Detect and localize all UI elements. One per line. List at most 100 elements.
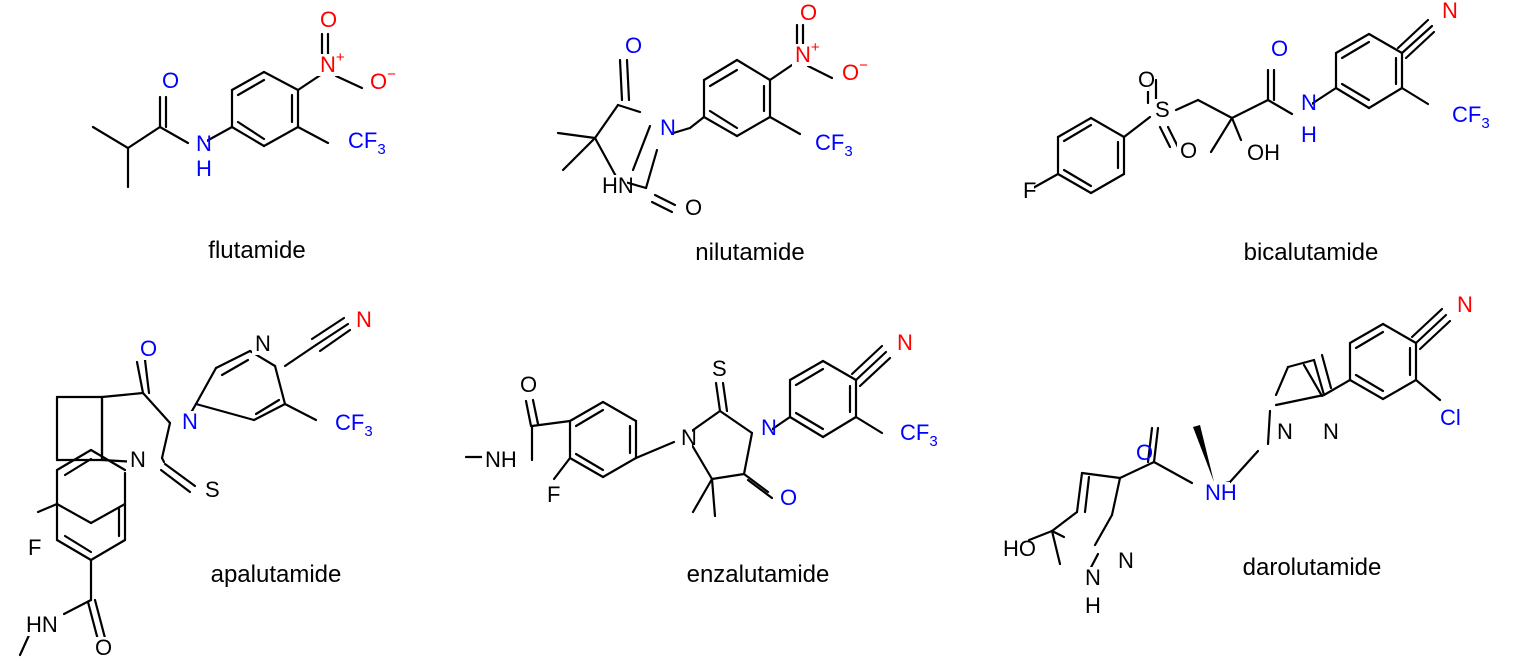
- atom-nilutamide-hn: HN: [602, 173, 634, 198]
- atom-symbol: O: [370, 69, 387, 94]
- atom-symbol: N: [1118, 548, 1134, 573]
- atom-apalutamide-f: F: [28, 535, 41, 560]
- bond-apalutamide: [89, 502, 127, 525]
- atom-label-background: [1298, 124, 1312, 146]
- bond-bicalutamide: [1031, 172, 1060, 190]
- bond-enzalutamide: [634, 440, 676, 460]
- bond-enzalutamide: [854, 350, 888, 382]
- atom-symbol: N: [1442, 0, 1458, 23]
- atom-flutamide-cf3: CF3: [348, 128, 386, 158]
- bond-bicalutamide: [1334, 86, 1371, 110]
- atom-symbol: CF: [815, 130, 844, 155]
- atom-darolutamide-nh-pz: N: [1085, 565, 1101, 590]
- bond-apalutamide: [62, 598, 93, 616]
- bond-apalutamide: [318, 328, 352, 353]
- atom-label-background: [709, 358, 723, 380]
- atom-label-background: [202, 479, 216, 501]
- bond-darolutamide: [1322, 378, 1352, 397]
- bond-darolutamide: [1348, 322, 1385, 345]
- names-layer: flutamide nilutamide bicalutamide apalut…: [208, 237, 1381, 588]
- atom-bicalutamide-o-s2: O: [1180, 138, 1197, 163]
- structure-nilutamide: [556, 23, 834, 214]
- atom-symbol: N: [1085, 565, 1101, 590]
- bond-apalutamide: [143, 358, 151, 395]
- atom-symbol: N: [897, 330, 913, 355]
- atom-nilutamide-o-nitro-top: O: [800, 0, 817, 25]
- atom-label-background: [92, 637, 106, 659]
- atom-symbol: S: [205, 477, 220, 502]
- compound-name-nilutamide: nilutamide: [695, 239, 804, 266]
- atom-label-background: [25, 537, 39, 559]
- bond-enzalutamide: [710, 477, 717, 518]
- atom-nilutamide-o-top: O: [625, 33, 642, 58]
- bond-darolutamide: [1118, 460, 1156, 480]
- atom-label-background: [678, 427, 692, 449]
- atom-apalutamide-o-top: O: [140, 336, 157, 361]
- bond-darolutamide: [1146, 426, 1154, 464]
- bond-flutamide: [230, 70, 266, 92]
- atom-label-background: [1082, 595, 1096, 617]
- atom-symbol: N: [1323, 419, 1339, 444]
- atom-charge: +: [336, 49, 345, 66]
- atom-label-background: [1135, 69, 1149, 91]
- atom-bicalutamide-h: H: [1301, 122, 1317, 147]
- atom-bicalutamide-f: F: [1023, 178, 1036, 203]
- atom-symbol: CF: [335, 410, 364, 435]
- bond-darolutamide: [1050, 529, 1066, 539]
- bond-bicalutamide: [1367, 32, 1404, 55]
- bond-darolutamide: [1152, 460, 1194, 485]
- atom-flutamide-o-nitro-minus: O−: [370, 66, 396, 94]
- bond-enzalutamide: [530, 419, 572, 428]
- atom-label-background: [1449, 104, 1487, 126]
- compound-name-darolutamide: darolutamide: [1243, 554, 1382, 581]
- atom-darolutamide-cl: Cl: [1440, 405, 1461, 430]
- atom-symbol: N: [1457, 292, 1473, 317]
- atom-label-background: [127, 449, 141, 471]
- bond-darolutamide: [1228, 449, 1260, 484]
- bond-apalutamide: [273, 364, 287, 406]
- atom-symbol: O: [1138, 67, 1155, 92]
- atom-apalutamide-n-right: N: [182, 409, 198, 434]
- atom-subscript: 3: [1481, 115, 1489, 132]
- atom-apalutamide-n-left: N: [130, 447, 146, 472]
- bond-darolutamide: [1381, 322, 1418, 345]
- atom-label-background: [1320, 421, 1334, 443]
- bond-darolutamide: [1110, 476, 1122, 517]
- atom-flutamide-nh-top: N: [196, 131, 212, 156]
- bond-nilutamide: [702, 115, 739, 138]
- bond-nilutamide: [768, 115, 802, 136]
- bond-bicalutamide: [1230, 116, 1243, 142]
- atom-symbol: N: [130, 447, 146, 472]
- atom-label-background: [179, 411, 193, 433]
- atom-symbol: N: [761, 415, 777, 440]
- bond-bicalutamide: [1089, 172, 1126, 195]
- atom-nilutamide-n-ring: N: [660, 115, 676, 140]
- bond-bicalutamide: [1056, 172, 1093, 195]
- bond-bicalutamide: [1062, 123, 1093, 143]
- bond-apalutamide: [93, 598, 107, 640]
- bond-bicalutamide: [1196, 98, 1234, 120]
- bond-apalutamide: [310, 316, 346, 341]
- atom-symbol: O: [320, 7, 337, 32]
- bond-enzalutamide: [718, 409, 754, 435]
- bond-enzalutamide: [854, 415, 884, 435]
- atom-symbol: O: [780, 485, 797, 510]
- atom-label-background: [894, 332, 908, 354]
- atom-darolutamide-ho: HO: [1003, 536, 1036, 561]
- bond-enzalutamide: [821, 359, 858, 382]
- atom-symbol: O: [1136, 440, 1153, 465]
- bond-bicalutamide: [1334, 32, 1371, 55]
- bond-enzalutamide: [574, 408, 605, 428]
- atom-label-background: [1244, 142, 1272, 164]
- atom-symbol: N: [182, 409, 198, 434]
- bond-enzalutamide: [721, 381, 729, 413]
- bond-apalutamide: [252, 402, 287, 422]
- bond-darolutamide: [1080, 471, 1122, 480]
- atom-label-background: [1454, 294, 1468, 316]
- atom-bicalutamide-oh: OH: [1247, 140, 1280, 165]
- bond-enzalutamide: [601, 400, 638, 423]
- atom-subscript: 3: [929, 433, 937, 450]
- bond-nilutamide: [668, 126, 692, 136]
- atom-label-background: [1439, 0, 1453, 22]
